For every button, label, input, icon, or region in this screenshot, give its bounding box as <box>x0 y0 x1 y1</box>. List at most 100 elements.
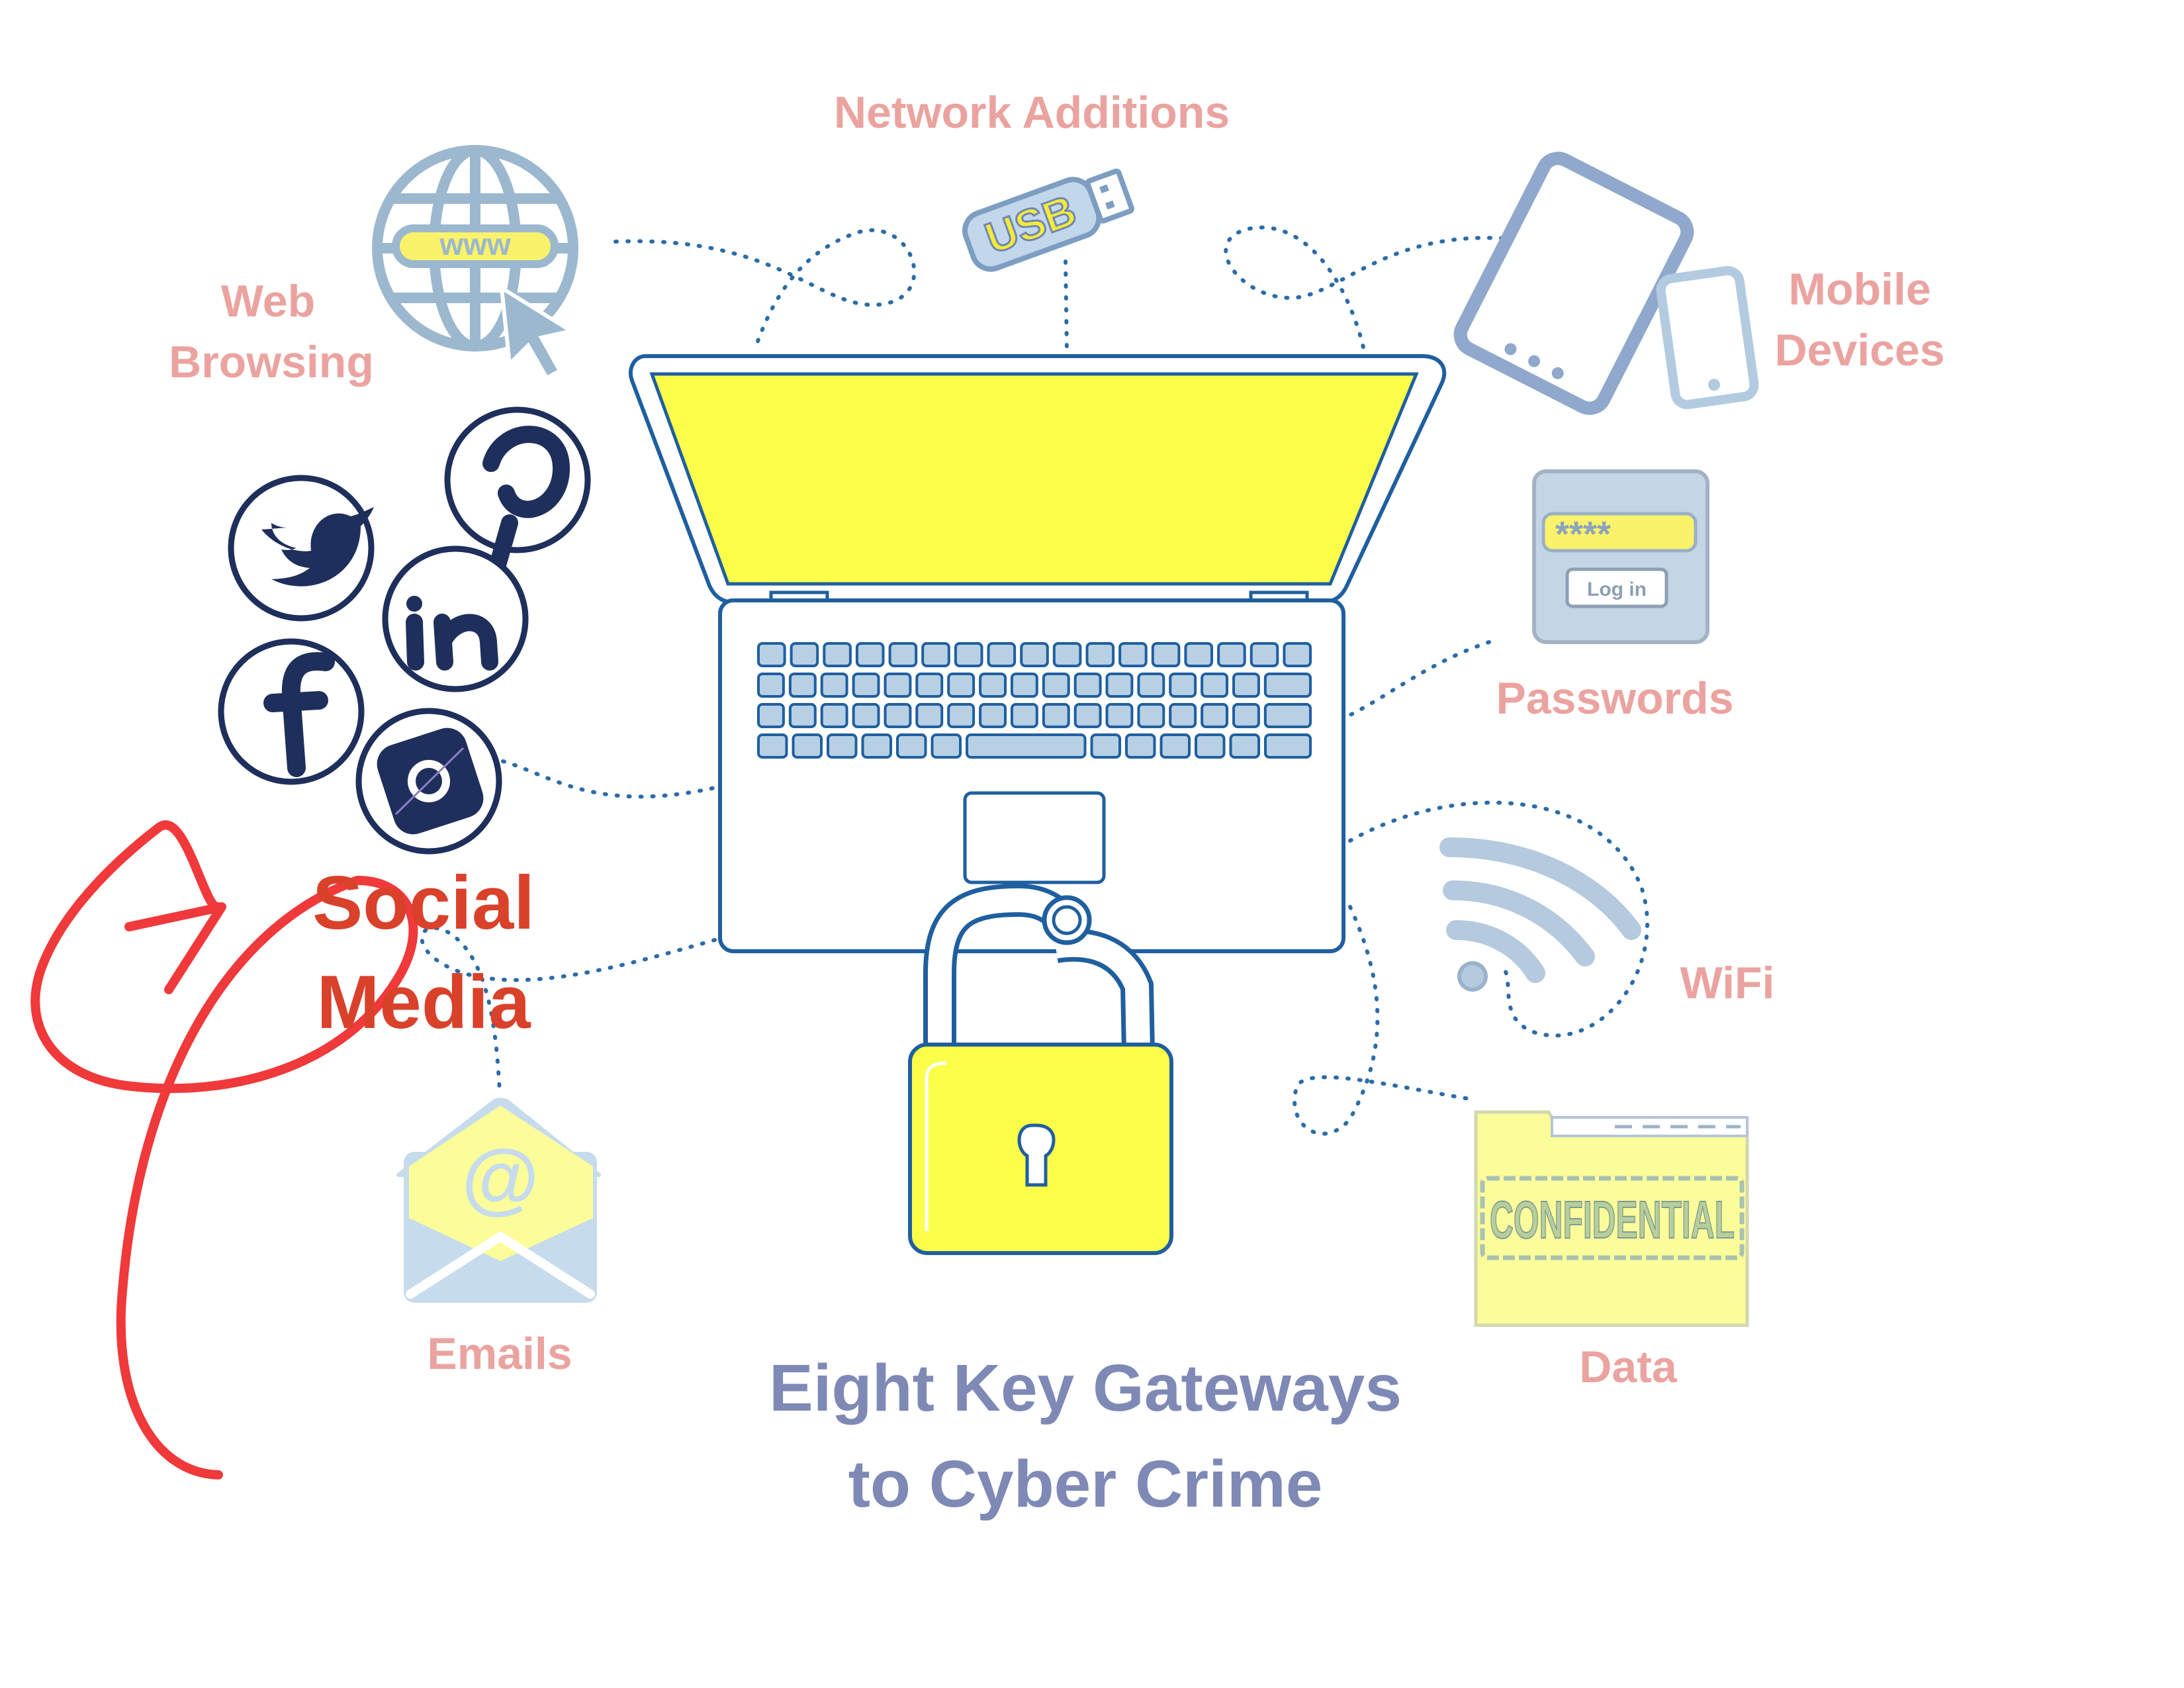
padlock-icon <box>908 883 1173 1255</box>
diagram-title: Eight Key Gateways to Cyber Crime <box>769 1351 1402 1521</box>
keyboard-key <box>1137 673 1165 698</box>
dotted-connectors <box>420 225 1650 1136</box>
label-emails: Emails <box>427 1329 572 1379</box>
red-arrow-icon <box>30 820 418 1479</box>
keyboard-key <box>827 733 858 759</box>
keyboard-key <box>896 733 927 759</box>
keyboard-key <box>1125 733 1156 759</box>
login-panel-icon: **** Log in <box>1532 469 1709 644</box>
keyboard-key <box>1052 642 1082 667</box>
phone-icon <box>1656 265 1759 410</box>
label-passwords: Passwords <box>1496 673 1734 724</box>
keyboard-key <box>1118 642 1148 667</box>
keyboard-key <box>1263 673 1312 698</box>
keyboard-key <box>1232 673 1260 698</box>
keyboard-key <box>757 703 785 728</box>
keyboard-key <box>820 703 848 728</box>
keyboard-key <box>954 642 983 667</box>
keyboard-key <box>855 642 885 667</box>
wifi-icon <box>1439 837 1641 992</box>
password-mask: **** <box>1555 514 1611 554</box>
keyboard-key <box>1160 733 1191 759</box>
connector-usb <box>1064 259 1069 353</box>
social-icons <box>218 406 591 855</box>
keyboard-key <box>1010 703 1038 728</box>
twitter-icon <box>228 475 375 622</box>
keyboard-key <box>947 703 976 728</box>
keyboard-key <box>1090 733 1121 759</box>
keyboard-key <box>1217 642 1246 667</box>
keyboard-key <box>861 733 892 759</box>
keyboard-key <box>888 642 918 667</box>
keyboard-key <box>757 673 785 698</box>
connector-social <box>501 759 717 799</box>
keyboard-key <box>979 673 1007 698</box>
label-web-browsing: Web Browsing <box>169 276 374 387</box>
keyboard <box>757 642 1312 759</box>
keyboard-key <box>757 733 788 759</box>
keyboard-key <box>1042 673 1070 698</box>
label-network-additions: Network Additions <box>834 87 1230 138</box>
keyboard-key <box>1169 673 1197 698</box>
label-mobile-devices: Mobile Devices <box>1774 264 1945 375</box>
keyboard-key <box>792 733 823 759</box>
keyboard-key <box>1229 733 1260 759</box>
keyboard-key <box>757 642 786 667</box>
globe-icon: www <box>372 145 578 381</box>
keyboard-key <box>979 703 1007 728</box>
laptop-icon <box>629 354 1447 953</box>
keyboard-key <box>1042 703 1070 728</box>
instagram-icon <box>355 708 502 855</box>
keyboard-key <box>1232 703 1260 728</box>
keyboard-key <box>1250 642 1279 667</box>
pinterest-icon <box>444 406 591 590</box>
connector-passwords <box>1348 640 1491 717</box>
keyboard-key <box>915 703 944 728</box>
keyboard-key <box>1264 733 1312 759</box>
folder-icon: CONFIDENTIAL <box>1474 1110 1749 1327</box>
label-social-media: Social Media <box>312 861 535 1045</box>
keyboard-key <box>1105 703 1134 728</box>
keyboard-key <box>1201 703 1228 728</box>
connector-data <box>1293 905 1471 1136</box>
connector-emails <box>420 925 717 1094</box>
keyboard-key <box>1010 673 1038 698</box>
keyboard-key <box>1073 703 1102 728</box>
tablet-icon <box>1453 152 1694 415</box>
usb-drive-icon: USB <box>962 168 1134 272</box>
keyboard-key <box>1073 673 1102 698</box>
keyboard-key <box>921 642 950 667</box>
keyboard-key <box>790 642 819 667</box>
envelope-icon: @ <box>396 1098 601 1303</box>
keyboard-key <box>1085 642 1115 667</box>
keyboard-key <box>1201 673 1228 698</box>
keyboard-key <box>915 673 944 698</box>
connector-wifi <box>1348 800 1650 1038</box>
connector-web <box>614 228 917 353</box>
keyboard-key <box>1169 703 1197 728</box>
keyboard-key <box>788 703 817 728</box>
keyboard-key <box>1283 642 1312 667</box>
keyboard-key <box>966 733 1087 759</box>
keyboard-key <box>820 673 848 698</box>
facebook-icon <box>218 638 365 785</box>
keyboard-key <box>884 703 912 728</box>
connector-mobile <box>1224 225 1504 350</box>
keyboard-key <box>884 673 912 698</box>
keyboard-key <box>947 673 976 698</box>
keyboard-key <box>1263 703 1312 728</box>
confidential-stamp: CONFIDENTIAL <box>1490 1190 1735 1249</box>
www-text: www <box>439 227 511 261</box>
label-data: Data <box>1579 1342 1677 1392</box>
keyboard-key <box>1195 733 1226 759</box>
keyboard-key <box>1137 703 1165 728</box>
keyboard-key <box>931 733 962 759</box>
linkedin-icon <box>382 545 529 692</box>
keyboard-key <box>1020 642 1049 667</box>
login-button-text: Log in <box>1587 579 1647 600</box>
label-wifi: WiFi <box>1680 958 1775 1008</box>
keyboard-key <box>852 673 880 698</box>
keyboard-key <box>788 673 817 698</box>
